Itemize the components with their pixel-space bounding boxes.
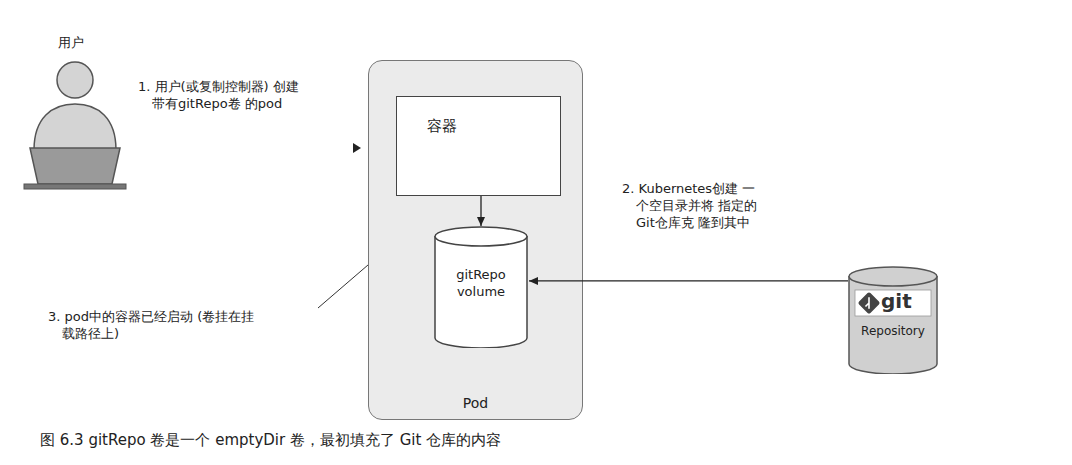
pod-label: Pod	[369, 395, 582, 411]
container-box: 容器	[396, 96, 561, 196]
repository-label: Repository	[848, 324, 938, 338]
git-logo	[858, 292, 881, 315]
pod-box: Pod 容器 gitRepo volume	[368, 60, 583, 420]
connector-arrow	[529, 280, 848, 281]
git-wordmark: git	[881, 290, 912, 312]
user-label: 用户	[58, 34, 118, 51]
volume-label: gitRepo volume	[440, 266, 522, 300]
step-note: 3. pod中的容器已经启动 (卷挂在挂载路径上)	[48, 308, 262, 342]
cylinder-outline	[848, 266, 938, 374]
user-figure	[24, 62, 126, 189]
step-note: 1. 用户(或复制控制器) 创建带有gitRepo卷 的pod	[138, 78, 310, 112]
volume-cylinder: gitRepo volume	[434, 226, 528, 348]
connector-arrow	[480, 196, 481, 226]
repository-cylinder: gitRepository	[848, 266, 938, 374]
figure-caption: 图 6.3 gitRepo 卷是一个 emptyDir 卷，最初填充了 Git …	[40, 430, 501, 450]
pointer-mark	[353, 143, 361, 153]
step-note: 2. Kubernetes创建 一个空目录并将 指定的Git仓库克 隆到其中	[622, 180, 764, 231]
container-label: 容器	[427, 117, 457, 136]
